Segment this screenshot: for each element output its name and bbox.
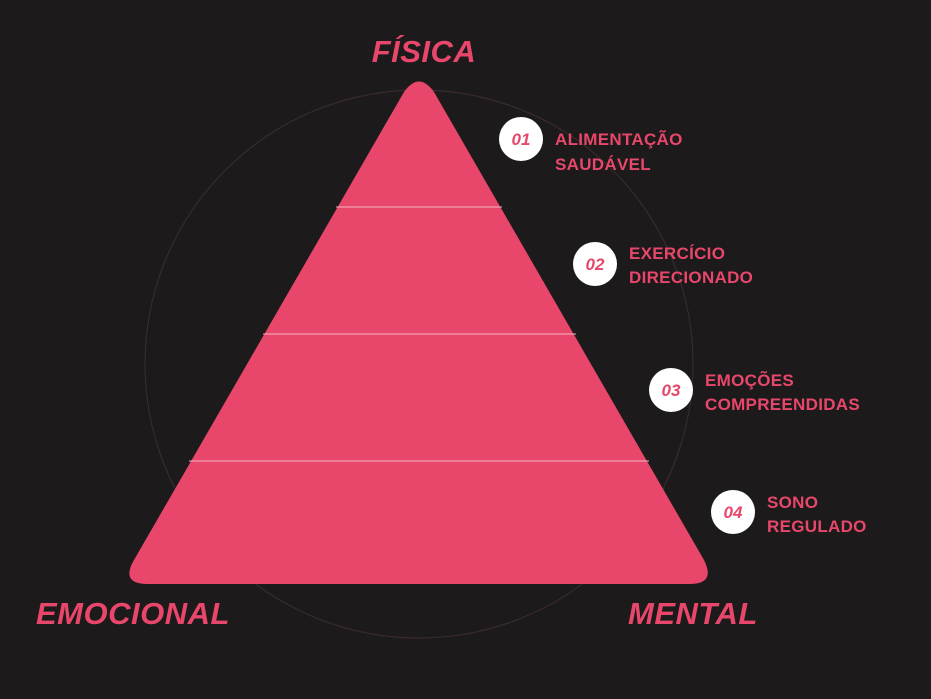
step-item-2: 02 EXERCÍCIO DIRECIONADO xyxy=(573,242,753,287)
step-item-1: 01 ALIMENTAÇÃO SAUDÁVEL xyxy=(499,117,683,174)
step-label-line1-3: EMOÇÕES xyxy=(705,370,794,390)
step-number-2: 02 xyxy=(586,255,605,274)
step-label-line2-1: SAUDÁVEL xyxy=(555,155,651,174)
step-label-line1-1: ALIMENTAÇÃO xyxy=(555,129,683,149)
step-label-line1-4: SONO xyxy=(767,493,818,512)
step-badge-4 xyxy=(711,490,755,534)
pyramid-triangle xyxy=(129,81,708,584)
step-number-3: 03 xyxy=(662,381,681,400)
step-badge-1 xyxy=(499,117,543,161)
corner-label-top: FÍSICA xyxy=(372,34,477,69)
step-label-line1-2: EXERCÍCIO xyxy=(629,244,725,263)
step-label-line2-2: DIRECIONADO xyxy=(629,268,753,287)
step-badge-3 xyxy=(649,368,693,412)
step-label-line2-4: REGULADO xyxy=(767,517,867,536)
step-number-1: 01 xyxy=(512,130,531,149)
step-label-line2-3: COMPREENDIDAS xyxy=(705,395,860,414)
corner-label-bottom-left: EMOCIONAL xyxy=(36,596,230,631)
step-item-4: 04 SONO REGULADO xyxy=(711,490,867,536)
corner-label-bottom-right: MENTAL xyxy=(628,596,758,631)
step-item-3: 03 EMOÇÕES COMPREENDIDAS xyxy=(649,368,860,414)
step-number-4: 04 xyxy=(724,503,743,522)
step-badge-2 xyxy=(573,242,617,286)
